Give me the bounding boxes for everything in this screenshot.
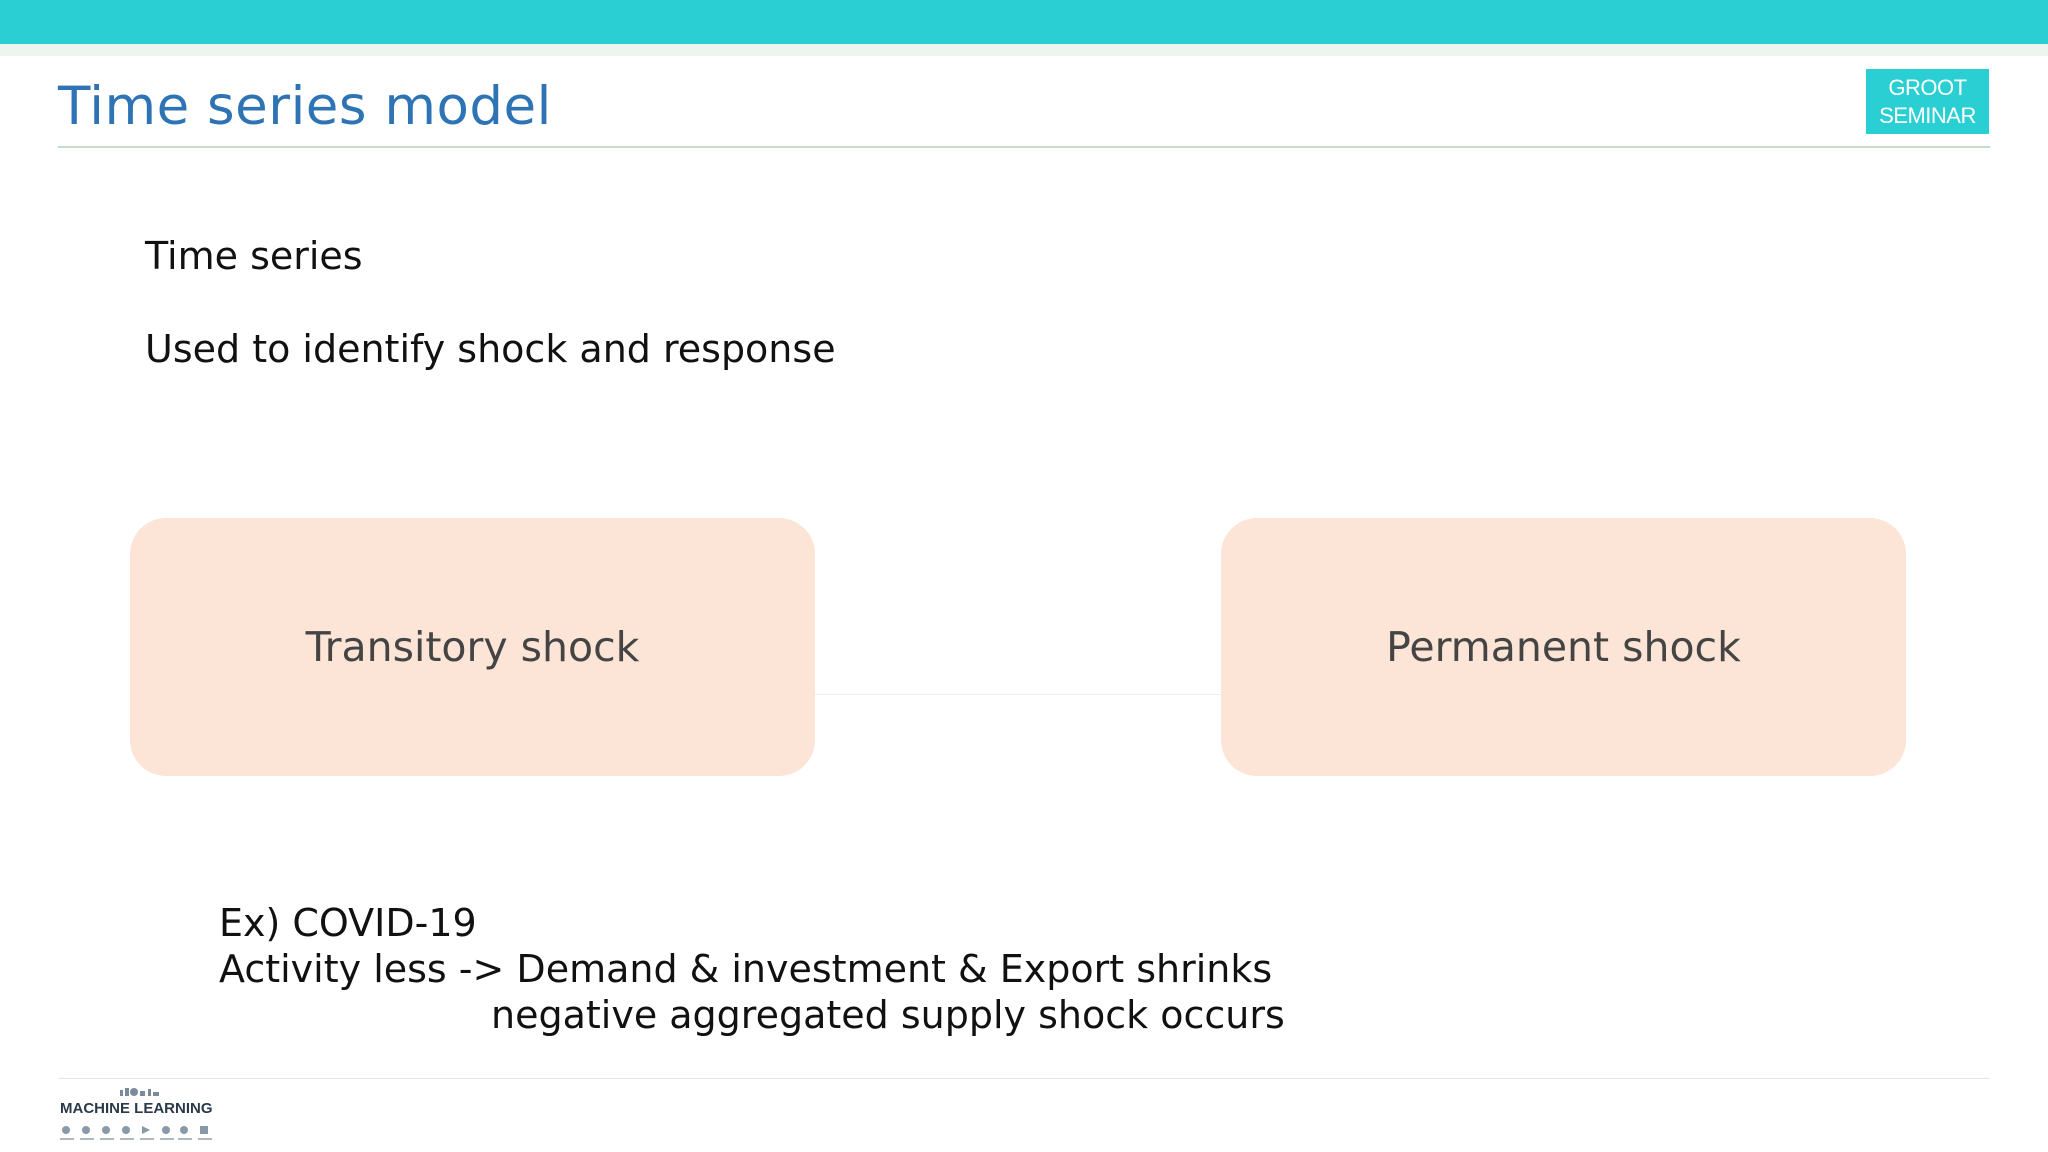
badge-line-1: GROOT <box>1888 74 1967 100</box>
shock-connector-line <box>814 694 1222 695</box>
page-title: Time series model <box>58 76 552 137</box>
example-block: Ex) COVID-19 Activity less -> Demand & i… <box>219 900 1285 1038</box>
body-line-time-series: Time series <box>145 234 363 278</box>
example-line-1: Ex) COVID-19 <box>219 901 477 945</box>
permanent-shock-label: Permanent shock <box>1386 623 1741 671</box>
title-divider <box>58 146 1990 148</box>
example-line-3: negative aggregated supply shock occurs <box>491 993 1285 1037</box>
logo-graphic-icon <box>60 1088 212 1140</box>
footer-divider <box>58 1078 1990 1079</box>
badge-line-2: SEMINAR <box>1879 102 1976 128</box>
example-line-3-wrapper: negative aggregated supply shock occurs <box>219 992 1285 1038</box>
top-accent-bar <box>0 0 2048 44</box>
transitory-shock-box: Transitory shock <box>130 518 815 776</box>
machine-learning-logo: MACHINE LEARNING <box>58 1088 228 1144</box>
top-accent-divider <box>0 44 2048 56</box>
body-line-purpose: Used to identify shock and response <box>145 327 836 371</box>
permanent-shock-box: Permanent shock <box>1221 518 1906 776</box>
logo-text: MACHINE LEARNING <box>60 1100 213 1117</box>
groot-seminar-badge: GROOT SEMINAR <box>1866 69 1989 134</box>
example-line-2: Activity less -> Demand & investment & E… <box>219 947 1273 991</box>
transitory-shock-label: Transitory shock <box>305 623 640 671</box>
